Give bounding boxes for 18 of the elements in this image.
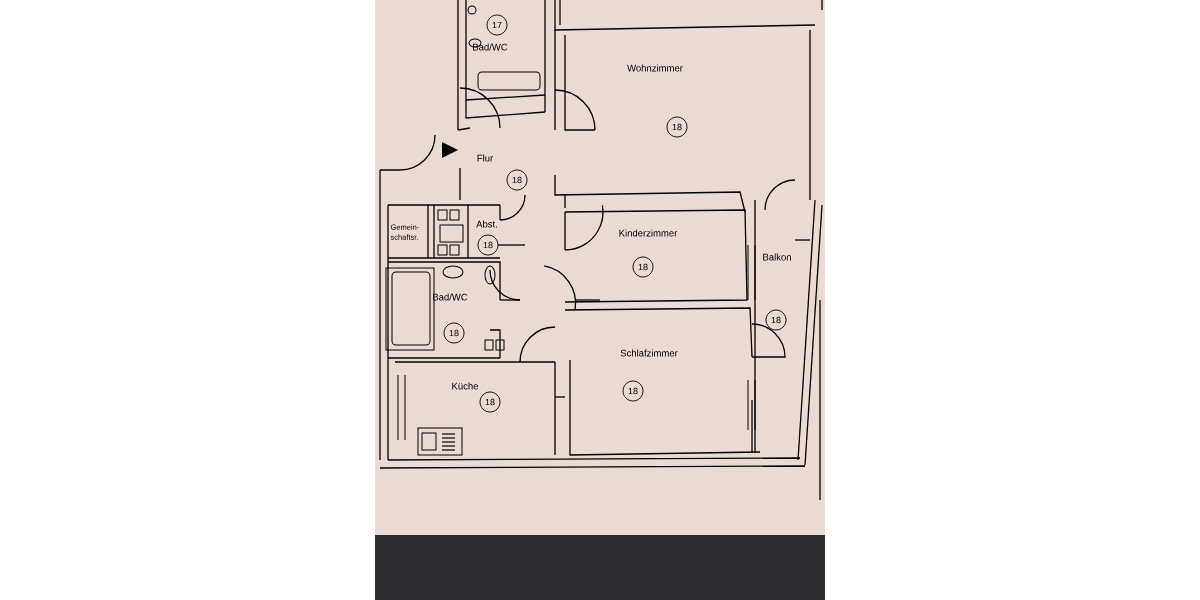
room-label: Bad/WC [473, 43, 508, 51]
room-label: Flur [477, 154, 494, 162]
room-label: Abst. [476, 220, 497, 228]
room-label: Bad/WC [433, 293, 468, 301]
room-number: 18 [479, 391, 501, 413]
room-number: 18 [765, 309, 787, 331]
room-number: 18 [477, 234, 499, 256]
room-number: 17 [486, 14, 508, 36]
room-number: 18 [632, 256, 654, 278]
room-label: Küche [452, 382, 479, 390]
room-number: 18 [666, 116, 688, 138]
room-number: 18 [506, 169, 528, 191]
room-label: Balkon [763, 253, 791, 261]
room-label: Wohnzimmer [627, 64, 683, 72]
room-label: Schlafzimmer [620, 349, 678, 357]
room-number: 18 [622, 380, 644, 402]
room-label: Kinderzimmer [619, 229, 678, 237]
room-number: 18 [443, 322, 465, 344]
